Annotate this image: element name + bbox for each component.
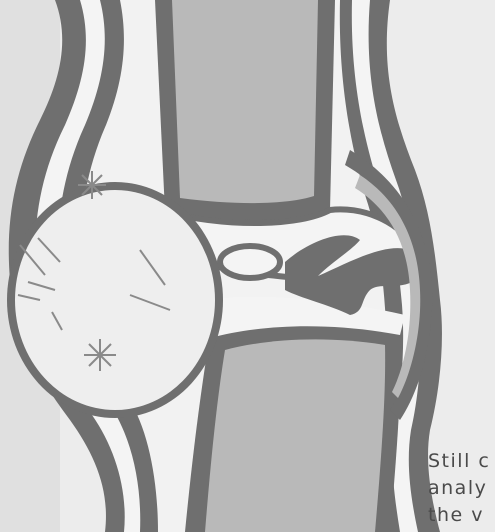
crystal-star-top (78, 171, 106, 199)
femur-marrow (172, 0, 318, 203)
meniscus-pad (220, 246, 280, 278)
caption-text: Still c analy the v (428, 448, 490, 529)
caption-line-2: analy (428, 475, 490, 502)
tibia-marrow (205, 339, 385, 532)
caption-line-3: the v (428, 502, 490, 529)
caption-line-1: Still c (428, 448, 490, 475)
swollen-sac (15, 190, 215, 410)
